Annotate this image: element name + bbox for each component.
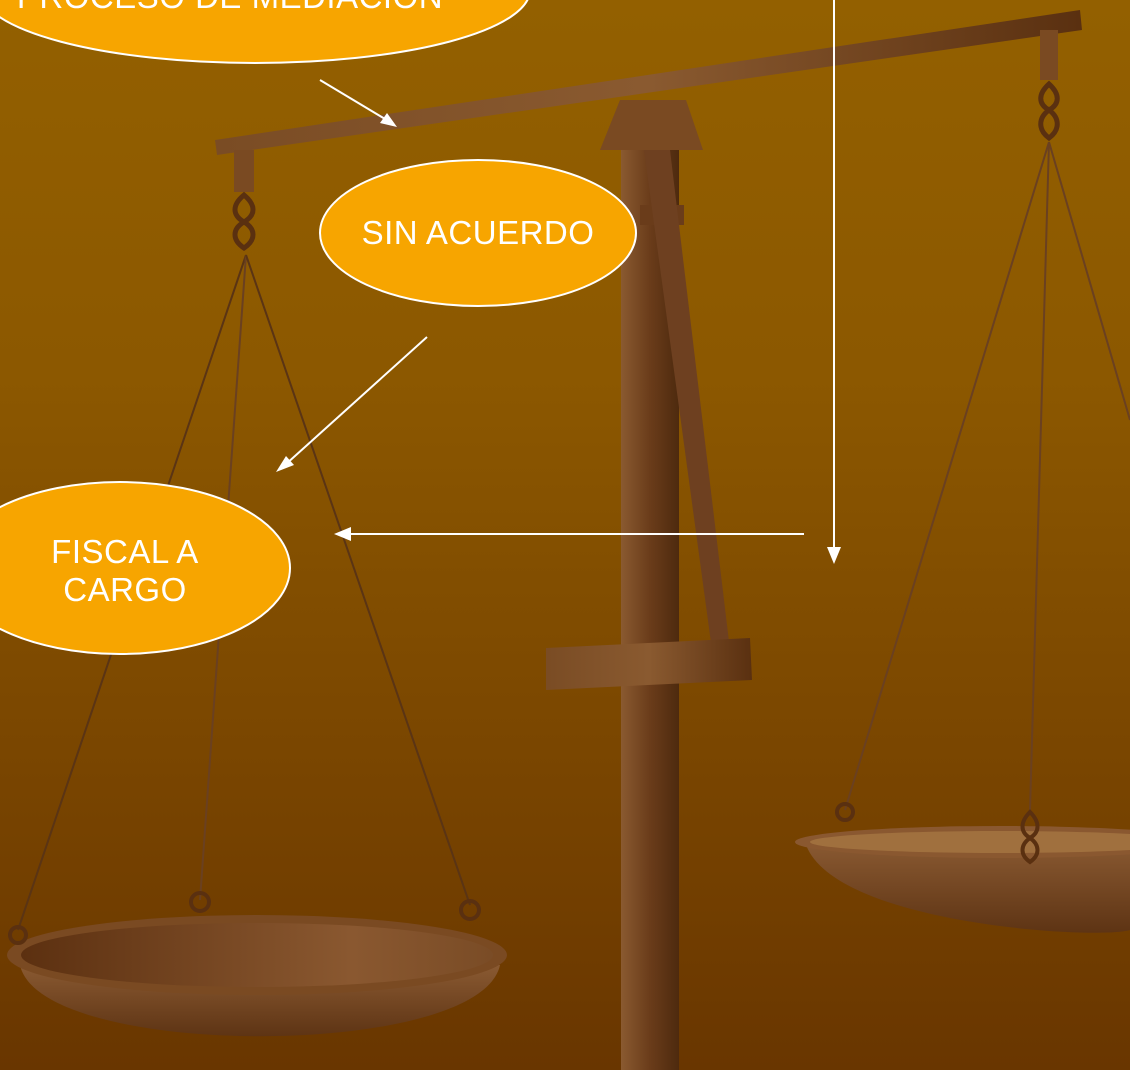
- balance-scale-icon: [7, 10, 1130, 1070]
- prosecutor-bubble: [0, 481, 291, 655]
- scale-crossbar: [546, 638, 752, 690]
- scale-brace: [644, 150, 730, 650]
- no-agreement-bubble: [319, 159, 637, 307]
- prosecutor-label: FISCAL A CARGO: [51, 533, 199, 608]
- arrow-mediation-to-beam: [319, 79, 391, 123]
- arrow-no-agreement-to-prosecutor: [284, 336, 428, 466]
- scale-pillar-cap: [600, 100, 703, 150]
- no-agreement-label: SIN ACUERDO: [361, 214, 595, 251]
- scale-beam: [215, 10, 1082, 155]
- mediation-bubble: [0, 0, 529, 64]
- scale-right-pan: [805, 842, 1130, 933]
- connector-arrows: [276, 0, 841, 564]
- mediation-label: PROCESO DE MEDIACION: [0, 0, 480, 16]
